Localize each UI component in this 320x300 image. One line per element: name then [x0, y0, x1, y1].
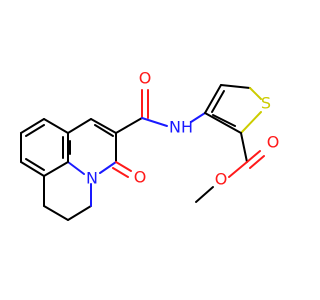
- amide-nitrogen-bond: [141, 117, 168, 127]
- ester-group: O O: [195, 132, 280, 203]
- methoxy-bond: [195, 186, 214, 203]
- pyridone-bond-to-nitrogen: [99, 161, 117, 174]
- amide-nitrogen-label: NH: [169, 118, 193, 137]
- ring-bond-to-nitrogen: [67, 161, 85, 175]
- pyridone-ring: [67, 118, 117, 174]
- benzene-inner-bond: [25, 124, 45, 137]
- pyridone-bond: [90, 118, 117, 134]
- ring-bond: [43, 205, 69, 221]
- ester-bond: [240, 132, 248, 163]
- ketone-group: O: [112, 161, 147, 187]
- ketone-double-bond: [115, 161, 132, 172]
- thiophene-sulfur-label: S: [261, 94, 271, 113]
- thiophene-bond-to-sulfur: [240, 111, 262, 134]
- ester-methoxy-oxygen-label: O: [215, 170, 228, 189]
- benzene-bond: [43, 161, 69, 177]
- ester-carbonyl-bond: [246, 150, 261, 163]
- benzene-bond: [43, 118, 69, 134]
- ester-carbonyl-bond: [249, 155, 265, 169]
- amide-oxygen-label: O: [139, 69, 152, 88]
- pyridone-inner-bond: [94, 124, 114, 137]
- thiophene-inner-bond: [211, 90, 225, 113]
- benzene-bond: [20, 118, 45, 134]
- thiophene-bond: [204, 112, 242, 134]
- pyridone-bond: [67, 118, 92, 134]
- amide-nitrogen-bond: [190, 112, 206, 123]
- saturated-ring: [43, 161, 92, 221]
- ring-bond: [67, 205, 92, 221]
- benzene-inner-bond: [25, 158, 45, 171]
- thiophene-bond-to-sulfur: [249, 87, 262, 100]
- thiophene-ring: S: [204, 84, 271, 134]
- ester-carbonyl-oxygen-label: O: [267, 133, 280, 152]
- benzene-ring: [20, 118, 69, 177]
- ketone-oxygen-label: O: [134, 168, 147, 187]
- benzene-bond: [20, 161, 45, 177]
- amide-group: O NH: [115, 69, 206, 137]
- ketone-double-bond: [112, 167, 129, 178]
- ring-nitrogen-label: N: [86, 169, 98, 188]
- amide-bond: [115, 117, 143, 134]
- ester-oxygen-bond: [228, 161, 248, 178]
- thiophene-bond: [204, 84, 222, 114]
- thiophene-bond: [220, 84, 251, 89]
- chemical-structure-diagram: O N O NH S O O: [20, 69, 280, 221]
- thiophene-inner-bond: [212, 114, 236, 127]
